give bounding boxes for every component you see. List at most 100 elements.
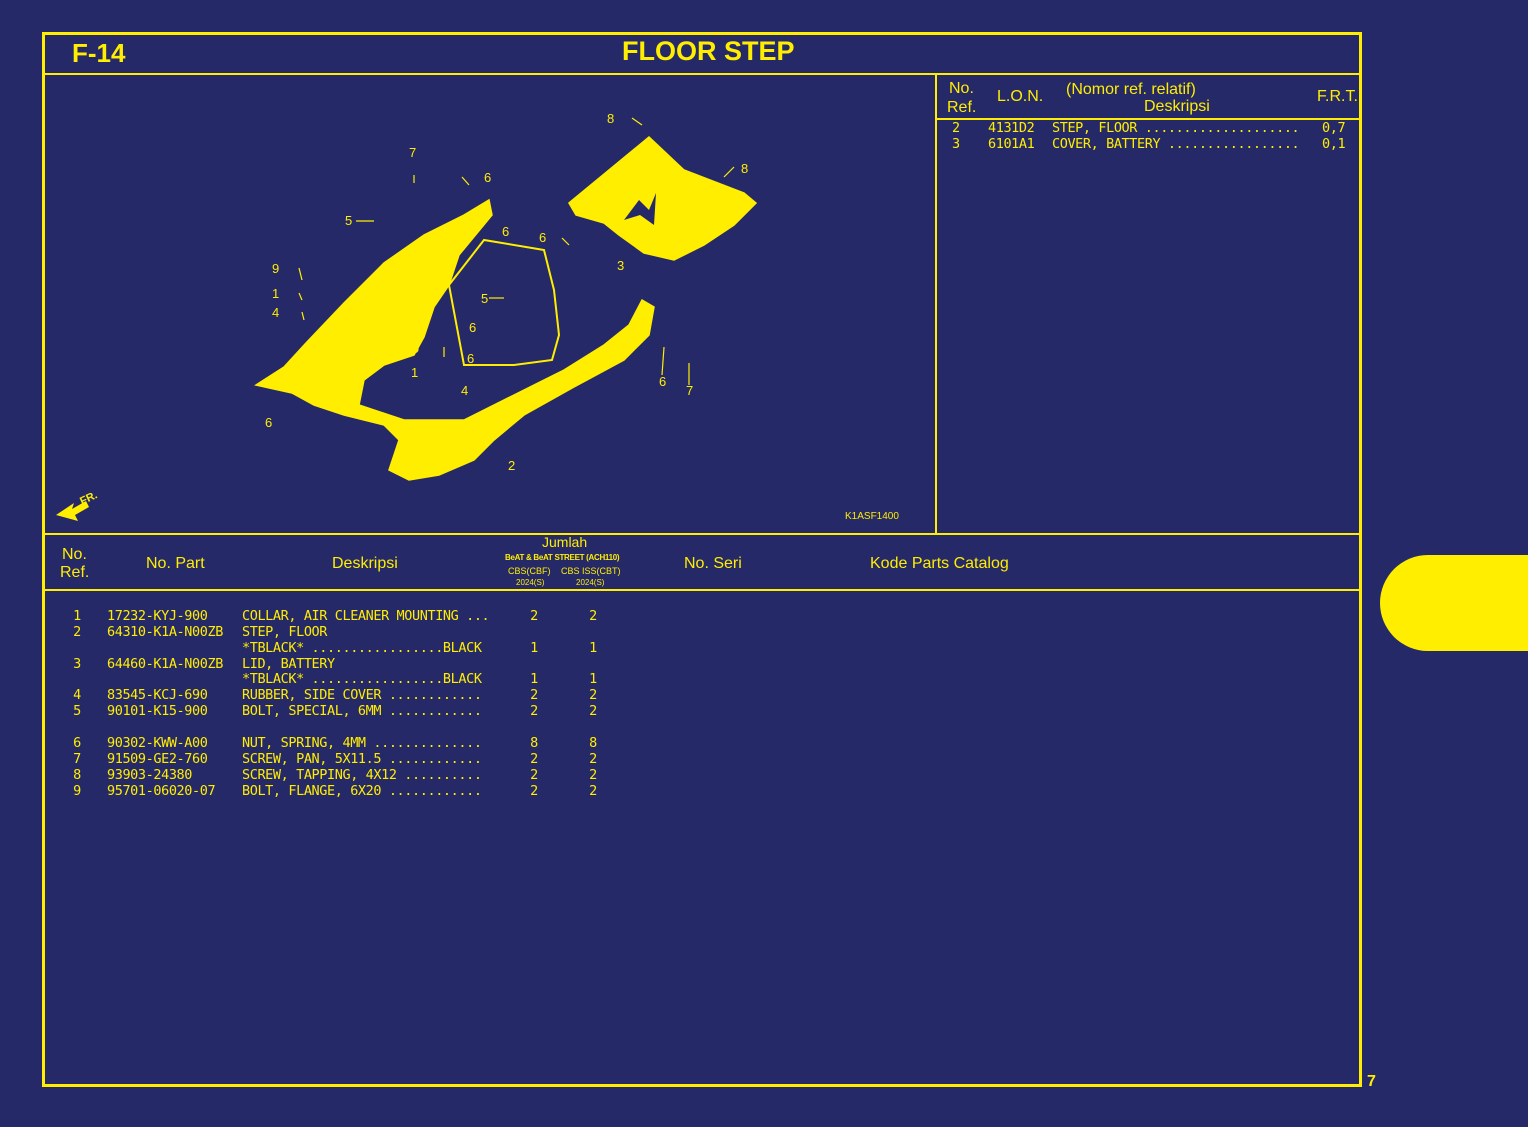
floor-step-inner [447,238,561,366]
parts-row-part-number: 90302-KWW-A00 [107,735,208,751]
parts-row-qty-cbf: 2 [530,608,538,624]
ref-row-no: 2 [952,120,960,136]
callout-9b: 9 [412,341,419,356]
parts-row-qty-cbt: 2 [589,608,597,624]
parts-header-qty-title: Jumlah [542,534,588,550]
parts-header-qty-year1: 2024(S) [516,578,545,587]
parts-row-description: *TBLACK* .................BLACK [242,640,482,656]
ref-row-frt: 0,7 [1322,120,1346,136]
parts-row-qty-cbt: 1 [589,640,597,656]
callout-3: 3 [617,258,624,273]
parts-row-qty-cbt: 1 [589,671,597,687]
callout-9a: 9 [272,261,279,276]
diagram-image-code: K1ASF1400 [845,511,899,522]
parts-row-part-number: 64460-K1A-N00ZB [107,656,223,672]
ref-row-desc: STEP, FLOOR .................... [1052,120,1300,136]
parts-header-serial: No. Seri [684,555,742,572]
parts-row-qty-cbt: 2 [589,687,597,703]
parts-row-qty-cbf: 1 [530,671,538,687]
callout-2: 2 [508,458,515,473]
callout-6g: 6 [659,374,666,389]
title-divider [44,73,1362,75]
page-frame [42,32,1362,1087]
ref-header-no: No. [949,80,974,97]
parts-header-no: No. [62,546,87,563]
parts-header-part: No. Part [146,555,205,572]
parts-header-qty-year2: 2024(S) [576,578,605,587]
battery-lid-part [568,136,758,261]
page-code: F-14 [72,38,126,68]
parts-row-description: COLLAR, AIR CLEANER MOUNTING ... [242,608,490,624]
parts-row-description: RUBBER, SIDE COVER ............ [242,687,482,703]
parts-header-desc: Deskripsi [332,555,398,572]
callout-4b: 4 [461,383,468,398]
ref-header-frt: F.R.T. [1317,88,1358,105]
ref-row-lon: 6101A1 [988,136,1035,152]
parts-row-qty-cbf: 2 [530,767,538,783]
parts-row-ref: 9 [73,783,81,799]
callout-7a: 7 [409,145,416,160]
parts-row-qty-cbt: 2 [589,767,597,783]
parts-row-ref: 2 [73,624,81,640]
parts-header-top-divider [44,533,1362,535]
parts-row-ref: 8 [73,767,81,783]
parts-header-ref: Ref. [60,564,90,581]
parts-row-part-number: 64310-K1A-N00ZB [107,624,223,640]
parts-row-part-number: 93903-24380 [107,767,193,783]
callout-1b: 1 [411,365,418,380]
parts-header-qty-model: BeAT & BeAT STREET (ACH110) [505,553,620,562]
callout-6e: 6 [467,351,474,366]
parts-row-description: SCREW, TAPPING, 4X12 .......... [242,767,482,783]
parts-row-ref: 5 [73,703,81,719]
parts-row-ref: 3 [73,656,81,672]
callout-4a: 4 [272,305,279,320]
parts-row-ref: 4 [73,687,81,703]
parts-row-description: BOLT, FLANGE, 6X20 ............ [242,783,482,799]
callout-6c: 6 [539,230,546,245]
parts-header-qty-col2: CBS ISS(CBT) [561,566,621,576]
parts-row-part-number: 90101-K15-900 [107,703,208,719]
parts-row-qty-cbt: 2 [589,703,597,719]
ref-header-desc-top: (Nomor ref. relatif) [1066,81,1196,98]
ref-header-divider [937,118,1362,120]
parts-row-part-number: 95701-06020-07 [107,783,216,799]
parts-row-part-number: 83545-KCJ-690 [107,687,208,703]
parts-row-qty-cbt: 2 [589,751,597,767]
parts-row-description: *TBLACK* .................BLACK [242,671,482,687]
exploded-diagram: 8 7 6 8 5 6 6 3 9 1 4 5 6 9 6 1 4 6 7 6 … [56,111,899,522]
ref-row-no: 3 [952,136,960,152]
callout-5b: 5 [481,291,488,306]
diagram-divider [935,74,937,534]
ref-row-lon: 4131D2 [988,120,1035,136]
front-arrow-icon: FR. [56,489,99,521]
callout-7b: 7 [686,383,693,398]
ref-header-desc: Deskripsi [1144,98,1210,115]
callout-6f: 6 [265,415,272,430]
side-thumb-tab [1380,555,1528,651]
parts-row-qty-cbf: 8 [530,735,538,751]
parts-header-catalog: Kode Parts Catalog [870,555,1009,572]
parts-row-description: LID, BATTERY [242,656,335,672]
parts-row-description: NUT, SPRING, 4MM .............. [242,735,482,751]
callout-6b: 6 [502,224,509,239]
page-number: 7 [1367,1073,1376,1090]
callout-6d: 6 [469,320,476,335]
parts-row-description: SCREW, PAN, 5X11.5 ............ [242,751,482,767]
parts-row-qty-cbt: 8 [589,735,597,751]
ref-header-lon: L.O.N. [997,88,1044,105]
page-title: FLOOR STEP [622,36,795,66]
floor-step-part [254,198,655,481]
parts-header-bottom-divider [44,589,1362,591]
callout-5a: 5 [345,213,352,228]
parts-header-qty-col1: CBS(CBF) [508,566,551,576]
callout-8a: 8 [607,111,614,126]
parts-row-qty-cbf: 1 [530,640,538,656]
ref-header-ref: Ref. [947,99,977,116]
parts-row-qty-cbf: 2 [530,751,538,767]
ref-row-desc: COVER, BATTERY ................. [1052,136,1300,152]
svg-text:FR.: FR. [78,489,99,507]
parts-row-qty-cbf: 2 [530,703,538,719]
callout-1a: 1 [272,286,279,301]
parts-row-description: BOLT, SPECIAL, 6MM ............ [242,703,482,719]
parts-row-part-number: 17232-KYJ-900 [107,608,208,624]
